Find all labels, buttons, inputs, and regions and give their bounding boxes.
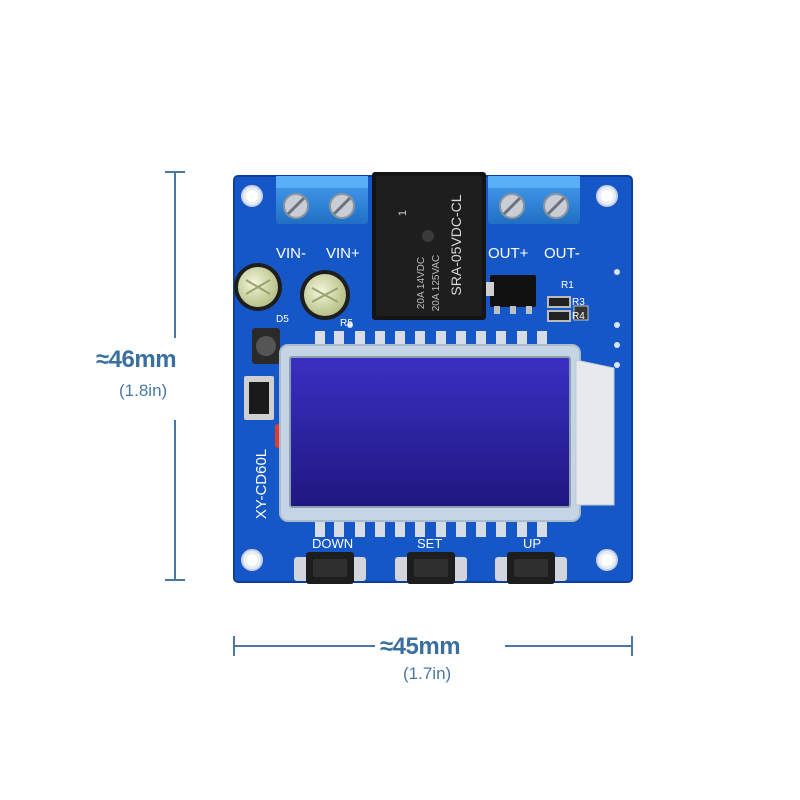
terminal-label-out-plus: OUT+ <box>488 245 529 262</box>
capacitor-right <box>300 270 350 320</box>
relay-rating-2: 20A 125VAC <box>431 254 442 312</box>
label-r1: R1 <box>561 280 574 291</box>
terminal-label-out-minus: OUT- <box>544 245 580 262</box>
width-dimension-sub: (1.7in) <box>403 664 452 683</box>
width-dimension-line <box>233 636 633 656</box>
relay-model: SRA-05VDC-CL <box>448 194 464 296</box>
button-label-set: SET <box>417 536 443 551</box>
button-label-up: UP <box>523 536 542 551</box>
terminal-label-vin-minus: VIN- <box>276 245 306 262</box>
button-down-body <box>294 552 366 584</box>
label-d5: D5 <box>276 314 289 325</box>
button-set-body <box>395 552 467 584</box>
button-up-body <box>495 552 567 584</box>
relay-rating-1: 20A 14VDC <box>416 256 427 310</box>
inductor <box>252 328 280 364</box>
capacitor-left <box>234 263 282 311</box>
lcd-pins-top <box>315 331 547 348</box>
height-dimension-line <box>165 171 185 581</box>
input-terminal-block <box>276 176 368 224</box>
button-label-down: DOWN <box>312 536 354 551</box>
width-dimension-label: ≈45mm <box>380 633 461 660</box>
diode <box>244 376 274 420</box>
mounting-holes <box>241 185 618 571</box>
relay-pin-label: 1 <box>397 209 410 217</box>
label-r4: R4 <box>572 311 585 322</box>
relay <box>372 172 486 320</box>
lcd-display <box>279 344 615 522</box>
lcd-pins-bottom <box>315 518 547 537</box>
board-model-label: XY-CD60L <box>253 448 270 520</box>
height-dimension-sub: (1.8in) <box>119 381 168 400</box>
label-r3: R3 <box>572 297 585 308</box>
label-r5: R5 <box>340 318 353 329</box>
output-terminal-block <box>488 176 580 224</box>
height-dimension-label: ≈46mm <box>96 346 177 373</box>
terminal-label-vin-plus: VIN+ <box>326 245 360 262</box>
smd-components <box>486 275 589 322</box>
